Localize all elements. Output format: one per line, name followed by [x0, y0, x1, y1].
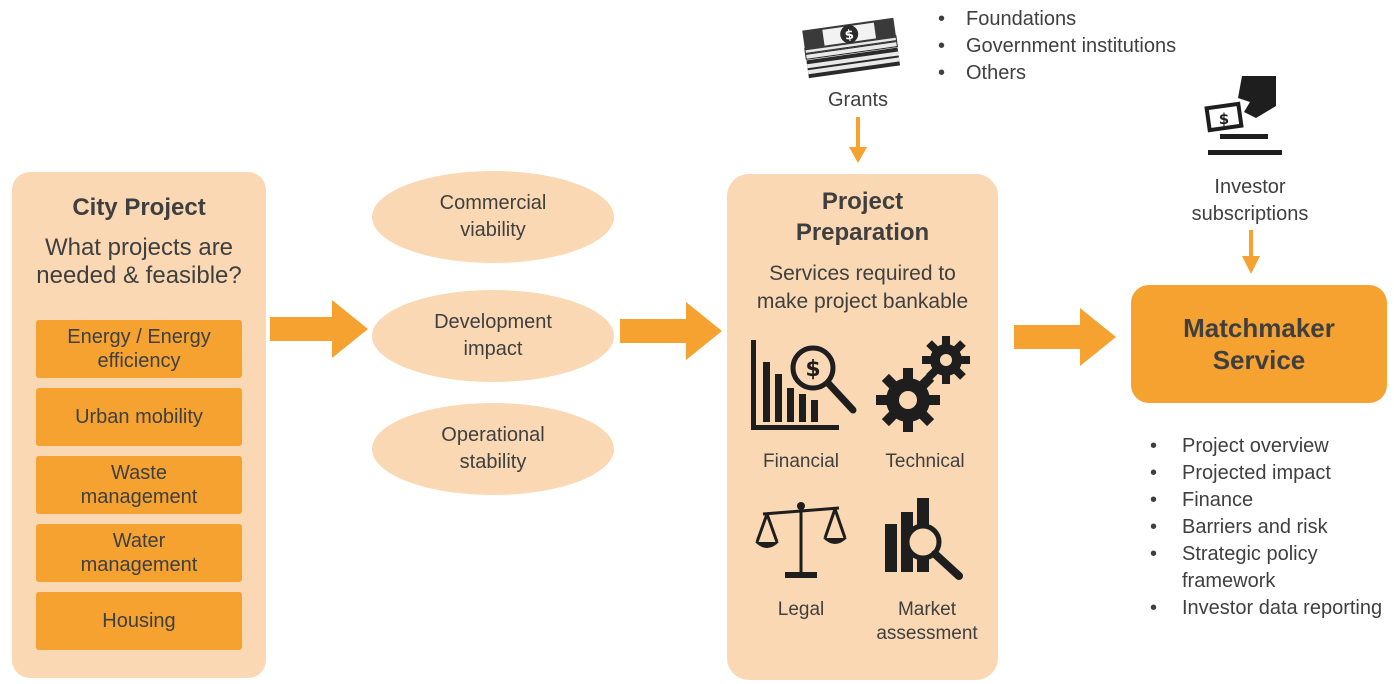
project-preparation-title: Project Preparation	[727, 186, 998, 248]
city-item-label: Urban mobility	[75, 406, 203, 428]
city-project-question: What projects are needed & feasible?	[12, 234, 266, 290]
city-item-label: Waste	[111, 462, 167, 484]
svg-text:$: $	[844, 28, 855, 44]
service-label: Legal	[777, 599, 825, 620]
matchmaker-feature-item: Investor data reporting	[1148, 595, 1388, 622]
grant-source-item: Foundations	[938, 6, 1176, 33]
city-item-energy: Energy / Energy efficiency	[36, 320, 242, 378]
service-technical: Technical	[865, 450, 985, 474]
city-question-line2: needed & feasible?	[36, 262, 242, 289]
prep-subtitle-line1: Services required to	[769, 262, 956, 285]
grant-sources-list: Foundations Government institutions Othe…	[938, 6, 1176, 87]
grants-label: Grants	[827, 89, 889, 111]
criteria-label: Commercial	[439, 192, 547, 214]
city-question-line1: What projects are	[44, 234, 234, 261]
criteria-label: stability	[459, 451, 527, 473]
service-label: Financial	[762, 451, 840, 472]
criteria-label: impact	[463, 338, 523, 360]
prep-title-line1: Project	[821, 188, 904, 215]
service-financial: Financial	[737, 450, 865, 474]
investor-label-line1: Investor	[1214, 176, 1286, 198]
matchmaker-feature-item: Project overview	[1148, 433, 1388, 460]
matchmaker-feature-item: Barriers and risk	[1148, 514, 1388, 541]
service-market-assessment: Market assessment	[859, 598, 995, 646]
matchmaker-feature-item: Projected impact	[1148, 460, 1388, 487]
grants-arrow	[849, 117, 867, 163]
city-item-label: Housing	[102, 610, 176, 632]
service-label: Technical	[885, 451, 965, 472]
service-label: Market	[897, 599, 957, 620]
matchmaker-title-line1: Matchmaker	[1183, 313, 1335, 343]
city-item-label: management	[80, 554, 198, 576]
city-item-label: Energy / Energy	[67, 326, 211, 348]
service-label: assessment	[876, 623, 978, 644]
city-item-label: efficiency	[97, 350, 181, 372]
scales-icon	[755, 502, 847, 578]
flow-arrow-criteria-to-preparation	[620, 302, 722, 360]
city-item-waste: Waste management	[36, 456, 242, 514]
market-chart-icon	[885, 498, 963, 580]
city-item-urban-mobility: Urban mobility	[36, 388, 242, 446]
svg-text:$: $	[1219, 110, 1229, 128]
prep-subtitle-line2: make project bankable	[756, 290, 969, 313]
financial-chart-icon: $	[751, 340, 857, 430]
criteria-development-impact: Development impact	[372, 290, 614, 382]
matchmaker-service-box: Matchmaker Service	[1131, 285, 1387, 403]
service-legal: Legal	[737, 598, 865, 622]
matchmaker-feature-item: Finance	[1148, 487, 1388, 514]
grant-source-item: Others	[938, 60, 1176, 87]
criteria-operational-stability: Operational stability	[372, 403, 614, 495]
criteria-label: viability	[460, 219, 526, 241]
matchmaker-title-line2: Service	[1212, 345, 1306, 375]
investor-arrow	[1242, 230, 1260, 274]
flow-arrow-preparation-to-matchmaker	[1014, 308, 1116, 366]
investor-label: Investor subscriptions	[1160, 174, 1340, 228]
investment-hand-icon: $	[1204, 76, 1282, 155]
money-stack-icon: $	[802, 17, 901, 79]
matchmaker-features-list: Project overview Projected impact Financ…	[1148, 433, 1388, 622]
investor-label-line2: subscriptions	[1191, 203, 1309, 225]
matchmaker-feature-item: Strategic policy framework	[1148, 541, 1388, 595]
criteria-commercial-viability: Commercial viability	[372, 171, 614, 263]
city-item-water: Water management	[36, 524, 242, 582]
prep-title-line2: Preparation	[795, 219, 930, 246]
city-item-housing: Housing	[36, 592, 242, 650]
gears-icon	[876, 336, 970, 432]
city-project-panel: City Project What projects are needed & …	[12, 172, 266, 678]
city-project-title: City Project	[72, 194, 206, 221]
city-item-label: Water	[112, 530, 166, 552]
project-preparation-subtitle: Services required to make project bankab…	[727, 260, 998, 316]
grant-source-item: Government institutions	[938, 33, 1176, 60]
city-item-label: management	[80, 486, 198, 508]
svg-text:$: $	[805, 357, 820, 382]
criteria-label: Operational	[441, 424, 545, 446]
criteria-label: Development	[434, 311, 552, 333]
flow-arrow-city-to-criteria	[270, 300, 368, 358]
project-preparation-panel: Project Preparation Services required to…	[727, 174, 998, 680]
